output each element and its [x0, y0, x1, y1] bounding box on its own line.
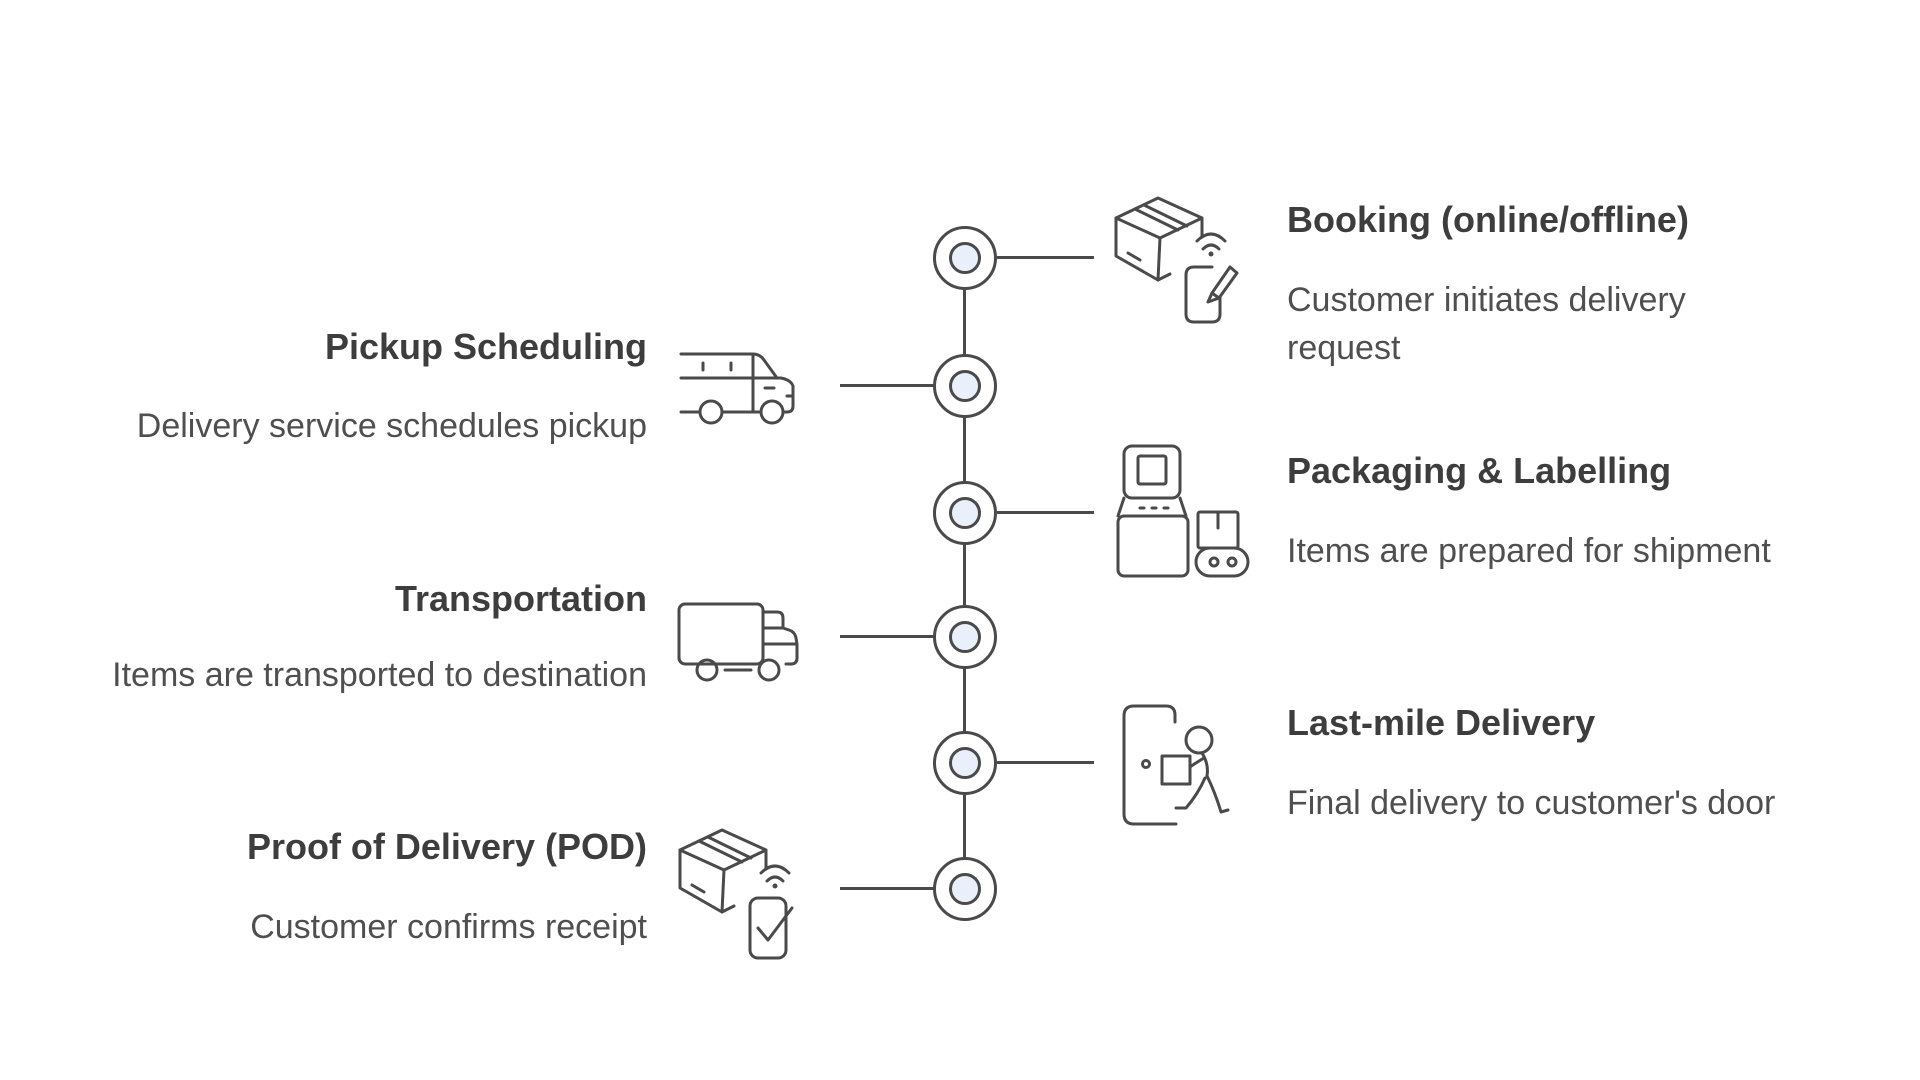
- timeline-node-1-core: [949, 242, 981, 274]
- timeline-node-2: [933, 354, 997, 418]
- step-desc-transportation: Items are transported to destination: [112, 656, 647, 694]
- packaging-machine-icon: [1116, 444, 1250, 578]
- timeline-node-5-core: [949, 747, 981, 779]
- timeline-node-1: [933, 226, 997, 290]
- timeline-vertical-line: [963, 258, 966, 889]
- step-title-packaging: Packaging & Labelling: [1287, 450, 1672, 491]
- timeline-node-5: [933, 731, 997, 795]
- step-title-pickup: Pickup Scheduling: [324, 326, 647, 367]
- timeline-node-2-core: [949, 370, 981, 402]
- connector-step-6: [840, 887, 935, 890]
- timeline-node-6: [933, 857, 997, 921]
- timeline-node-4-core: [949, 621, 981, 653]
- timeline-node-3: [933, 481, 997, 545]
- connector-step-3: [997, 511, 1094, 514]
- step-title-booking: Booking (online/offline): [1287, 199, 1689, 240]
- step-desc-pickup: Delivery service schedules pickup: [136, 407, 647, 445]
- connector-step-2: [840, 384, 935, 387]
- step-title-pod: Proof of Delivery (POD): [246, 826, 647, 867]
- delivery-van-icon: [679, 352, 795, 425]
- step-title-transportation: Transportation: [394, 578, 647, 619]
- timeline-node-3-core: [949, 497, 981, 529]
- step-desc-packaging: Items are prepared for shipment: [1287, 532, 1771, 570]
- cargo-truck-icon: [677, 602, 799, 682]
- timeline-node-4: [933, 605, 997, 669]
- connector-step-4: [840, 635, 935, 638]
- step-title-lastmile: Last-mile Delivery: [1287, 702, 1596, 743]
- connector-step-5: [997, 761, 1094, 764]
- door-courier-icon: [1122, 704, 1230, 826]
- timeline-node-6-core: [949, 873, 981, 905]
- step-desc-booking: Customer initiates delivery request: [1287, 281, 1686, 367]
- step-desc-lastmile: Final delivery to customer's door: [1287, 784, 1776, 822]
- box-signal-phone-edit-icon: [1114, 196, 1239, 324]
- connector-step-1: [997, 256, 1094, 259]
- box-signal-phone-check-icon: [678, 828, 794, 960]
- step-desc-pod: Customer confirms receipt: [250, 908, 647, 946]
